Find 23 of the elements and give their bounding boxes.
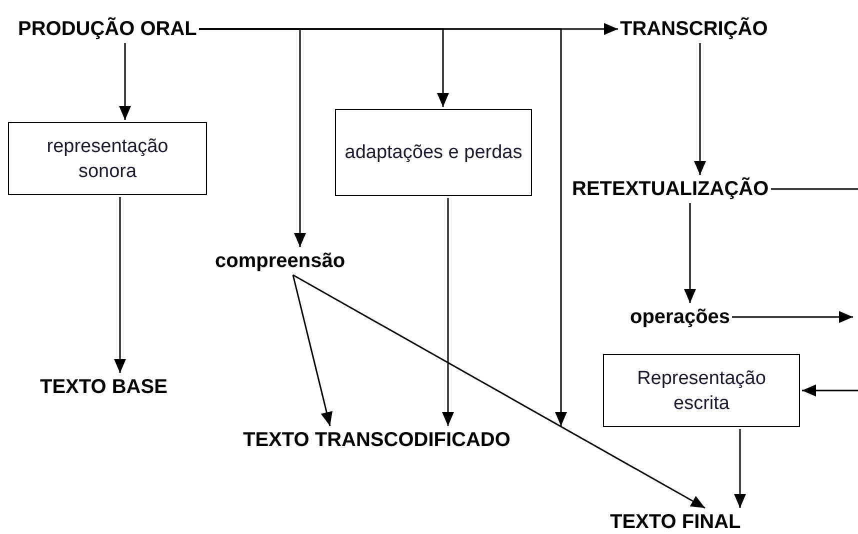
arrow: [694, 43, 706, 175]
process-box: representação sonora: [8, 122, 207, 195]
process-box: Representação escrita: [603, 354, 800, 427]
arrow: [292, 274, 706, 509]
arrow: [119, 43, 131, 120]
arrow: [732, 311, 853, 323]
stage-label: TRANSCRIÇÃO: [620, 17, 768, 41]
stage-label: TEXTO BASE: [40, 375, 168, 399]
arrow: [802, 384, 858, 396]
stage-label: RETEXTUALIZAÇÃO: [572, 177, 769, 201]
arrow: [684, 203, 696, 303]
stage-label: TEXTO TRANSCODIFICADO: [243, 428, 510, 452]
arrow: [199, 28, 567, 426]
arrow: [442, 198, 454, 426]
process-box: adaptações e perdas: [335, 109, 532, 196]
arrow: [734, 429, 746, 508]
stage-label: TEXTO FINAL: [610, 510, 741, 534]
arrow: [292, 274, 332, 426]
stage-label: operações: [630, 305, 730, 329]
stage-label: compreensão: [215, 249, 346, 273]
connector-line: [771, 188, 858, 190]
stage-label: PRODUÇÃO ORAL: [18, 17, 197, 41]
arrow: [114, 197, 126, 373]
